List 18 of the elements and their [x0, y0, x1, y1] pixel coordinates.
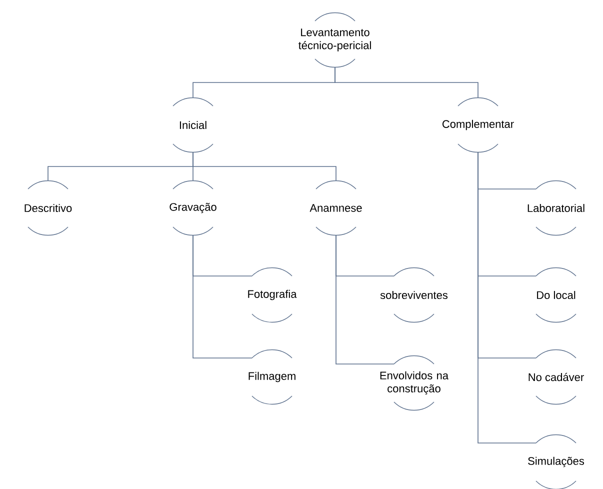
topic-node: Levantamento técnico-pericial: [298, 12, 371, 68]
topic-node: Inicial: [172, 97, 214, 153]
connector-line: [192, 234, 252, 358]
topic-node: Fotografia: [248, 267, 297, 323]
topic-node: sobreviventes: [380, 267, 448, 323]
topic-node: Anamnese: [310, 180, 362, 236]
topic-node: Descritivo: [24, 180, 72, 236]
topic-node: Filmagem: [248, 349, 296, 405]
topic-node: Do local: [536, 267, 576, 323]
topic-node: Gravação: [170, 180, 216, 236]
topic-node: Envolvidos na construção: [380, 355, 449, 411]
topic-node: Simulações: [528, 434, 584, 489]
connector-line: [336, 234, 394, 364]
connector-line: [192, 152, 336, 182]
topic-node: No cadáver: [528, 349, 584, 405]
connector-line: [334, 66, 478, 98]
topic-node: Laboratorial: [528, 180, 584, 236]
topic-node: Complementar: [442, 97, 514, 153]
